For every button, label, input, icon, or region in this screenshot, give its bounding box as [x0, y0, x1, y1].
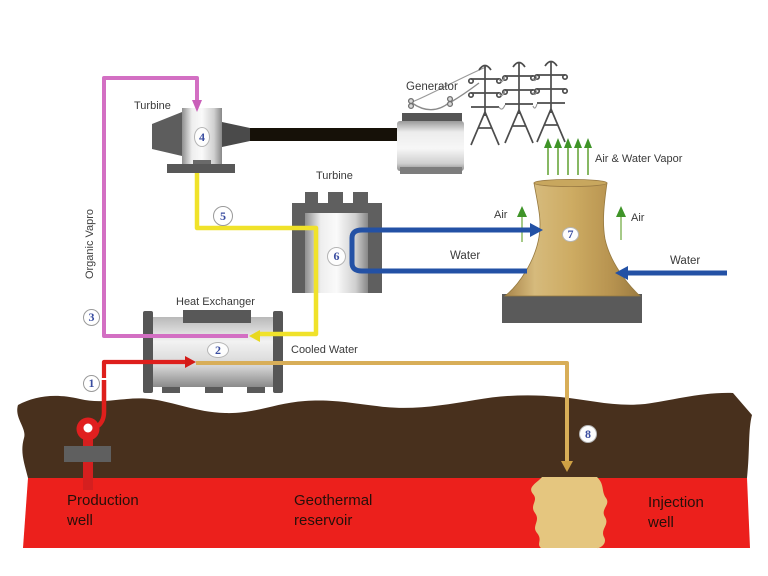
- marker-1: 1: [83, 375, 100, 392]
- marker-6: 6: [327, 247, 346, 266]
- generator-label: Generator: [406, 81, 458, 93]
- marker-3-number: 3: [88, 310, 95, 324]
- water-left-label: Water: [450, 250, 481, 262]
- turbine-4: [152, 108, 400, 173]
- production-well-line1: Production: [67, 492, 139, 509]
- marker-2-number: 2: [215, 342, 221, 357]
- generator: [397, 66, 487, 174]
- production-well-pump: [64, 380, 111, 490]
- geothermal-reservoir-line1: Geothermal: [294, 492, 373, 509]
- soil-layer: [17, 392, 753, 478]
- water-right-label: Water: [670, 255, 701, 267]
- air-arrow-left-icon: [517, 206, 527, 242]
- marker-5: 5: [213, 206, 233, 226]
- geothermal-reservoir-label: Geothermal reservoir: [294, 491, 372, 531]
- marker-5-number: 5: [220, 208, 226, 223]
- power-pylons-icon: [467, 60, 569, 146]
- vapor-return-pipe: [194, 173, 319, 342]
- organic-vapor-pipe: [102, 76, 248, 338]
- injection-well-label: Injection well: [648, 493, 704, 533]
- cooling-water-pipes: [349, 223, 727, 280]
- cooled-water-label: Cooled Water: [291, 344, 358, 356]
- marker-8-number: 8: [585, 426, 591, 441]
- heat-exchanger: [143, 310, 283, 393]
- pylon-icon: [501, 61, 537, 144]
- air-left-label: Air: [494, 209, 508, 221]
- marker-6-number: 6: [333, 249, 340, 263]
- turbine-6: [292, 192, 382, 293]
- air-right-label: Air: [631, 212, 645, 224]
- injection-well-channel: [531, 477, 608, 549]
- hot-water-pipe: [101, 356, 196, 378]
- marker-4: 4: [194, 127, 210, 147]
- marker-4-number: 4: [199, 129, 205, 144]
- pylon-icon: [467, 64, 503, 146]
- production-well-line2: well: [67, 512, 93, 529]
- marker-3: 3: [83, 309, 100, 326]
- marker-2: 2: [207, 342, 229, 358]
- air-water-vapor-label: Air & Water Vapor: [595, 153, 683, 165]
- marker-7: 7: [562, 227, 579, 242]
- marker-8: 8: [579, 425, 597, 443]
- heat-exchanger-label: Heat Exchanger: [176, 296, 255, 308]
- organic-vapor-label: Organic Vapro: [83, 208, 96, 280]
- pylon-icon: [533, 60, 569, 143]
- cooling-tower: [502, 178, 642, 323]
- cooled-water-pipe: [196, 361, 573, 472]
- vapor-arrows-icon: [544, 138, 592, 175]
- marker-7-number: 7: [567, 227, 574, 241]
- geothermal-reservoir-line2: reservoir: [294, 512, 353, 529]
- air-arrow-right-icon: [616, 206, 626, 240]
- injection-well-line1: Injection: [648, 494, 704, 511]
- turbine-6-label: Turbine: [316, 170, 353, 182]
- turbine-4-label: Turbine: [134, 100, 171, 112]
- injection-well-line2: well: [648, 514, 674, 531]
- marker-1-number: 1: [88, 376, 95, 390]
- production-well-label: Production well: [67, 491, 139, 531]
